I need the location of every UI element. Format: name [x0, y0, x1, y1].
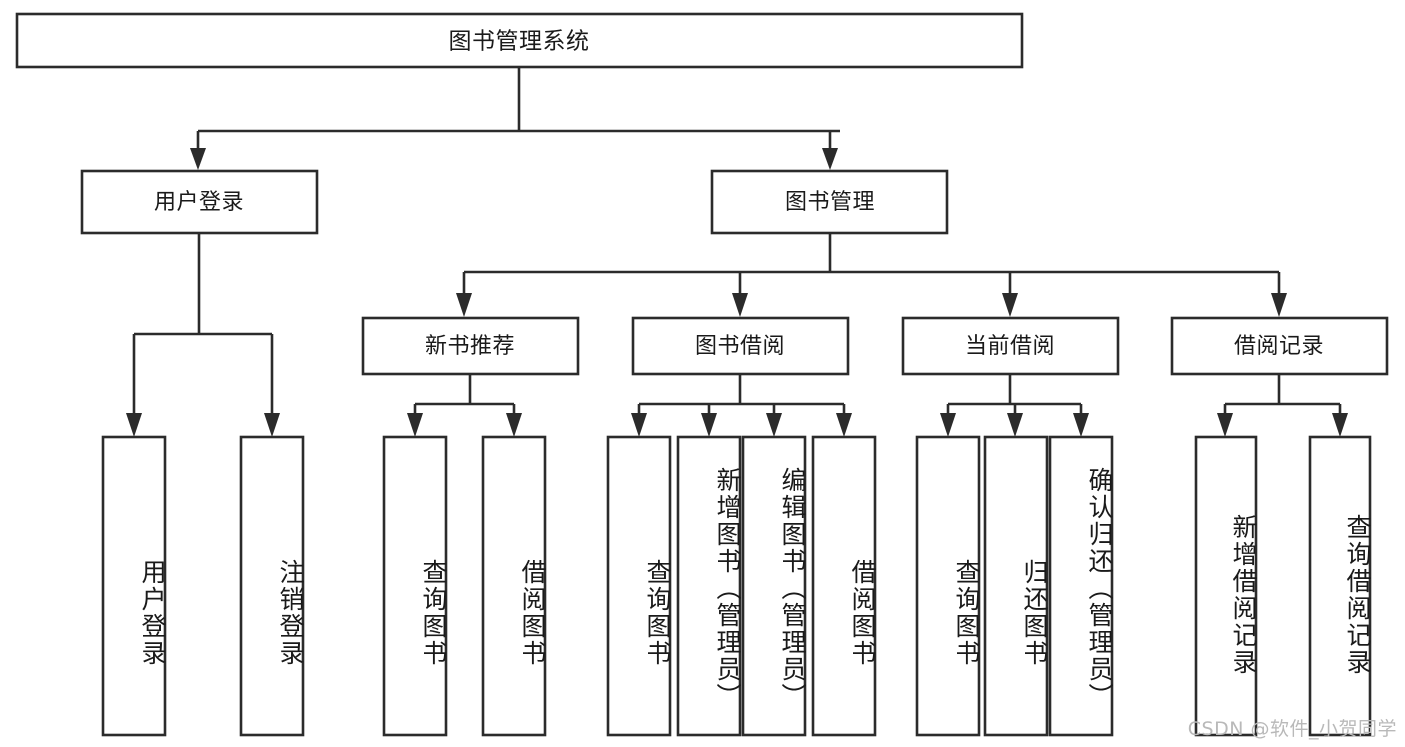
- node-leaf-query-book-3[interactable]: [915, 435, 981, 737]
- arrowhead-leaf-logout: [264, 413, 280, 437]
- node-root-system-label: 图书管理系统: [449, 29, 590, 55]
- arrowhead-borrow-record: [1271, 293, 1287, 317]
- node-book-borrow[interactable]: [631, 316, 850, 376]
- node-current-borrow-label: 当前借阅: [965, 334, 1055, 359]
- arrowhead-current-borrow: [1002, 293, 1018, 317]
- arrowhead-leaf-query-record: [1332, 413, 1348, 437]
- arrowhead-leaf-add-book: [701, 413, 717, 437]
- node-leaf-add-record[interactable]: [1194, 435, 1258, 737]
- node-leaf-borrow-book-2[interactable]: [811, 435, 877, 737]
- node-leaf-logout[interactable]: [239, 435, 305, 737]
- node-leaf-query-book-2[interactable]: [606, 435, 672, 737]
- arrowhead-leaf-confirm-return: [1073, 413, 1089, 437]
- csdn-watermark: CSDN @软件_小贺同学: [1187, 718, 1397, 740]
- arrowhead-user-login: [190, 148, 206, 170]
- node-new-book-label: 新书推荐: [425, 334, 515, 359]
- arrowhead-book-borrow: [732, 293, 748, 317]
- arrowhead-leaf-query-book-1: [407, 413, 423, 437]
- node-borrow-record[interactable]: [1170, 316, 1389, 376]
- node-new-book[interactable]: [361, 316, 580, 376]
- node-book-manage[interactable]: [710, 169, 949, 235]
- node-user-login-label: 用户登录: [154, 190, 244, 215]
- node-leaf-add-book[interactable]: [676, 435, 742, 737]
- node-borrow-record-label: 借阅记录: [1234, 334, 1324, 359]
- arrowhead-new-book: [456, 293, 472, 317]
- arrowhead-leaf-query-book-2: [631, 413, 647, 437]
- node-leaf-user-login[interactable]: [101, 435, 167, 737]
- arrowhead-leaf-user-login: [126, 413, 142, 437]
- node-current-borrow[interactable]: [901, 316, 1120, 376]
- node-leaf-query-record[interactable]: [1308, 435, 1372, 737]
- node-book-borrow-label: 图书借阅: [695, 334, 785, 359]
- node-root-system[interactable]: [15, 12, 1024, 69]
- arrowhead-leaf-query-book-3: [940, 413, 956, 437]
- arrowhead-book-manage: [822, 148, 838, 170]
- arrowhead-leaf-edit-book: [766, 413, 782, 437]
- arrowhead-leaf-add-record: [1217, 413, 1233, 437]
- node-leaf-borrow-book-1[interactable]: [481, 435, 547, 737]
- arrowhead-leaf-return-book: [1007, 413, 1023, 437]
- node-leaf-edit-book[interactable]: [741, 435, 807, 737]
- arrowhead-leaf-borrow-book-2: [836, 413, 852, 437]
- node-book-manage-label: 图书管理: [785, 190, 875, 215]
- node-leaf-confirm-return[interactable]: [1048, 435, 1114, 737]
- node-leaf-return-book[interactable]: [983, 435, 1049, 737]
- node-leaf-query-book-1[interactable]: [382, 435, 448, 737]
- arrowhead-leaf-borrow-book-1: [506, 413, 522, 437]
